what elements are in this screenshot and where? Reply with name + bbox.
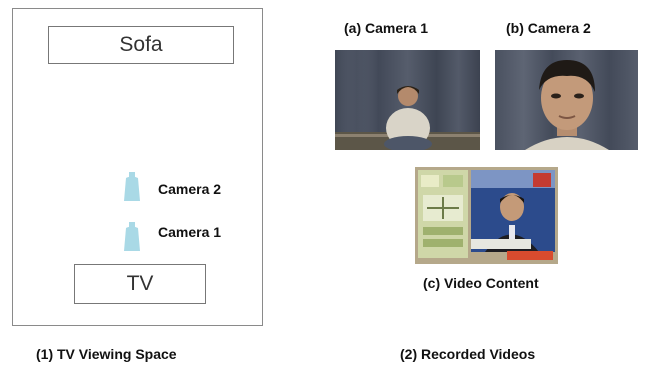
sofa-label: Sofa — [119, 33, 163, 56]
camera-1-video-title: (a) Camera 1 — [344, 20, 429, 36]
viewing-space-caption: (1) TV Viewing Space — [36, 346, 177, 362]
camera-1-label: Camera 1 — [158, 224, 222, 240]
camera-2-label: Camera 2 — [158, 181, 222, 197]
camera-2-video-frame — [495, 50, 638, 150]
camera-1-icon — [124, 222, 140, 251]
tv-label: TV — [126, 272, 154, 295]
camera-2-video-title: (b) Camera 2 — [506, 20, 591, 36]
camera-2-icon — [124, 172, 140, 201]
camera-1-video-frame — [335, 50, 480, 150]
video-content-title: (c) Video Content — [423, 275, 539, 291]
recorded-videos-caption: (2) Recorded Videos — [400, 346, 536, 362]
sofa-box: Sofa — [48, 26, 234, 64]
video-content-frame — [415, 167, 558, 264]
tv-box: TV — [74, 264, 206, 304]
